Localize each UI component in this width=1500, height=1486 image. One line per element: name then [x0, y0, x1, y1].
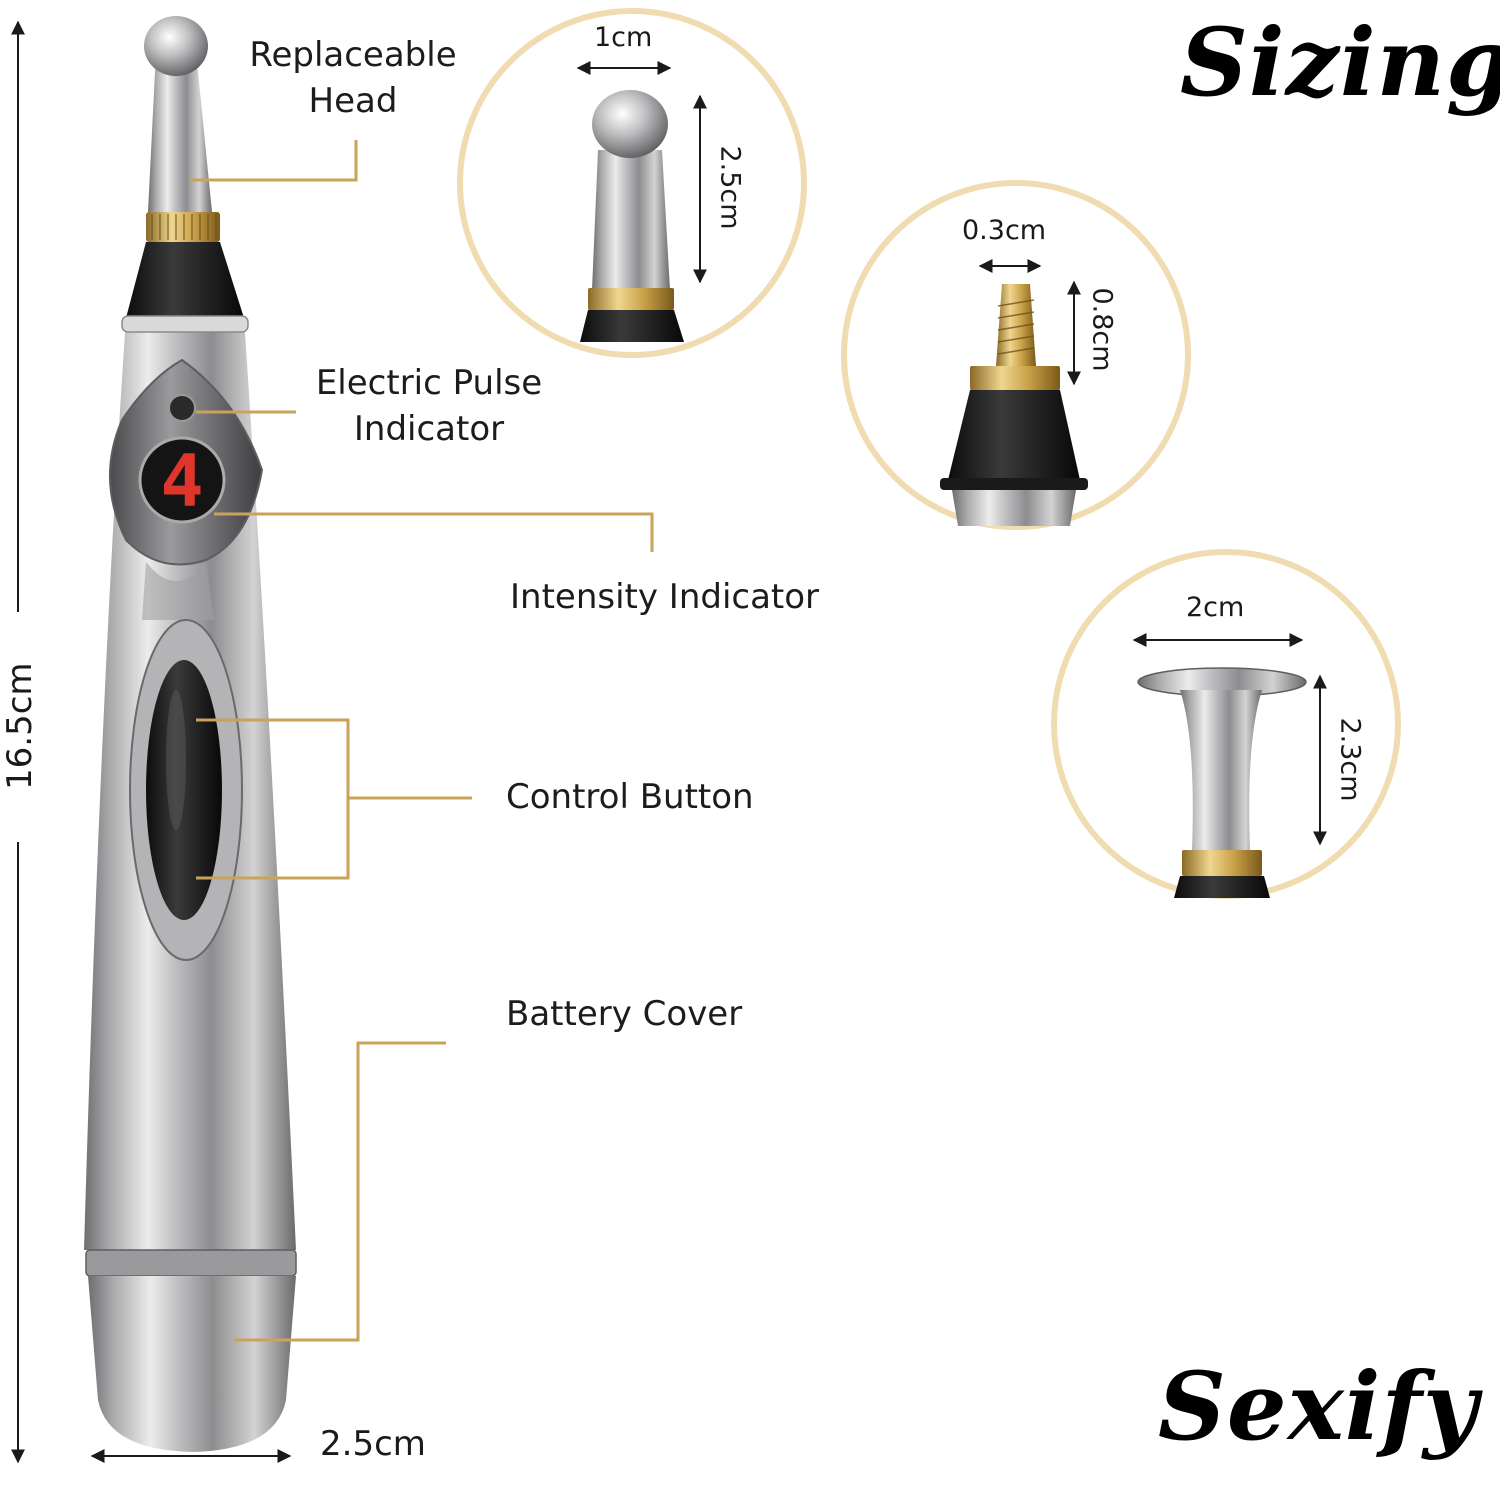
pen-tip-shaft — [148, 52, 212, 212]
label-battery-cover: Battery Cover — [506, 994, 743, 1034]
massage-pen: 4 — [84, 16, 297, 1452]
dim-pen-width: 2.5cm — [320, 1424, 426, 1464]
pen-black-collar — [126, 242, 244, 318]
label-replaceable-head: Replaceable Head — [228, 32, 478, 124]
pen-gold-ring — [146, 212, 220, 242]
label-pulse-line2: Indicator — [353, 409, 505, 449]
flat-tip-detail — [1051, 549, 1401, 899]
label-pulse-line1: Electric Pulse — [315, 363, 543, 403]
label-intensity-indicator: Intensity Indicator — [510, 577, 820, 617]
heading-sizing: Sizing — [1180, 8, 1500, 118]
battery-cover — [88, 1276, 296, 1452]
dim-pen-length: 16.5cm — [0, 662, 40, 790]
brand-sexify: Sexify — [1158, 1352, 1479, 1462]
pen-tip-ball — [144, 16, 208, 76]
needle-tip-detail — [841, 180, 1191, 530]
dim-ball-tip-width: 1cm — [594, 22, 653, 53]
leader-battery — [234, 1041, 446, 1342]
ball-tip-detail — [457, 8, 807, 358]
dim-needle-tip-height: 0.8cm — [1086, 287, 1118, 372]
intensity-digit: 4 — [160, 439, 203, 523]
dim-flat-tip-height: 2.3cm — [1334, 717, 1366, 802]
pulse-indicator-led — [168, 394, 196, 422]
leader-lines — [190, 140, 654, 1342]
leader-intensity — [214, 512, 654, 552]
label-replaceable-head-line2: Head — [308, 81, 398, 121]
intensity-display — [138, 436, 226, 524]
label-control-button: Control Button — [506, 777, 754, 817]
leader-head — [190, 140, 358, 182]
dim-needle-tip-width: 0.3cm — [962, 215, 1047, 246]
label-electric-pulse-indicator: Electric Pulse Indicator — [300, 360, 558, 452]
label-replaceable-head-line1: Replaceable — [249, 35, 457, 75]
dim-ball-tip-height: 2.5cm — [714, 145, 746, 230]
dim-flat-tip-width: 2cm — [1186, 592, 1245, 623]
